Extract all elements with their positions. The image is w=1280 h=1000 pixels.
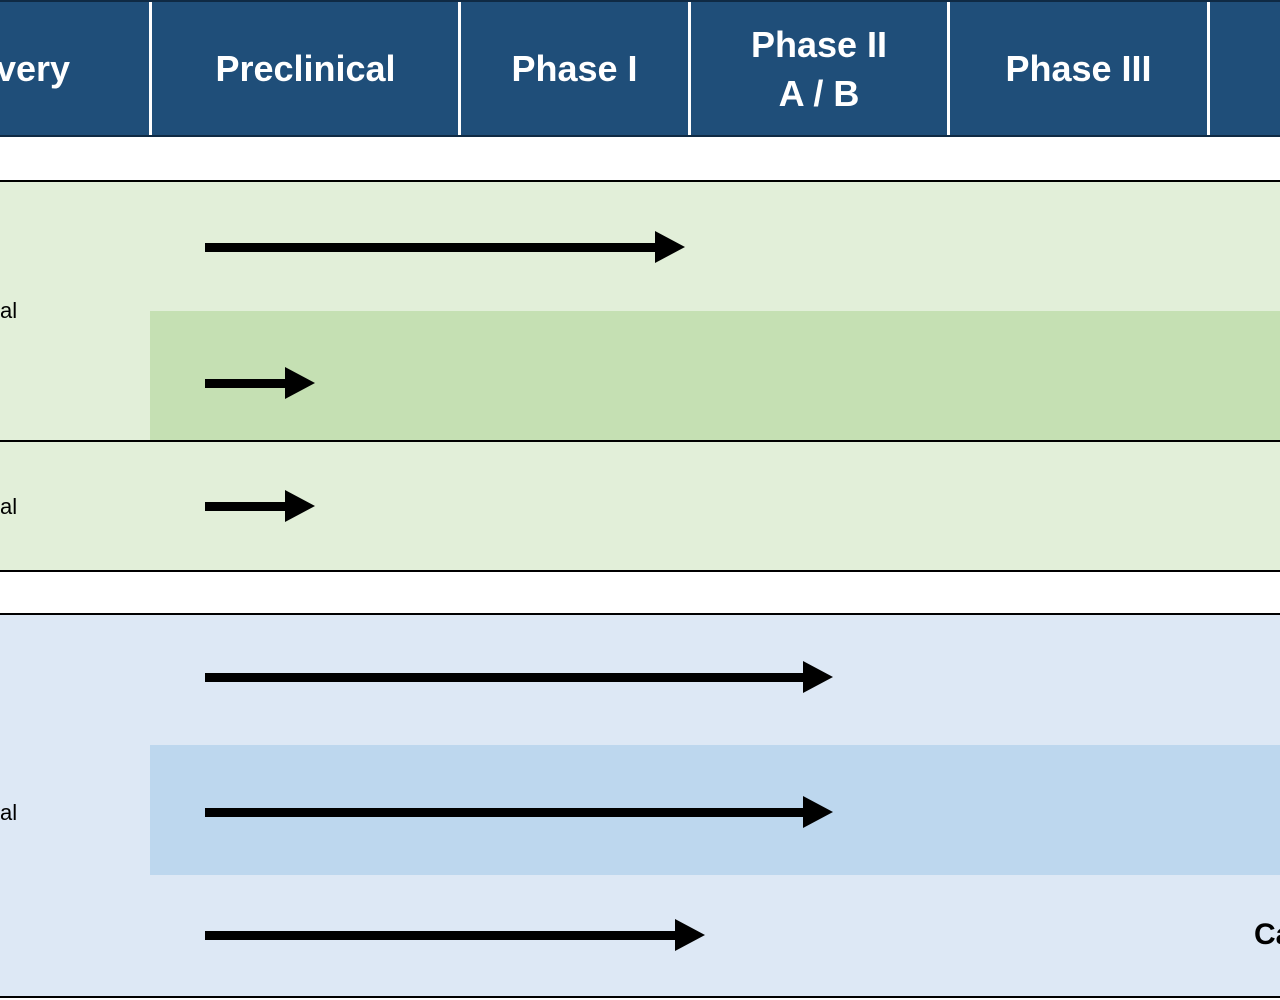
header-divider <box>688 2 691 135</box>
green-single-label: al <box>0 494 18 519</box>
header-divider <box>458 2 461 135</box>
section-border <box>0 996 1280 998</box>
header-phase-2-line2: A / B <box>778 72 860 114</box>
header-preclinical-label: Preclinical <box>215 47 396 89</box>
section-border <box>0 570 1280 572</box>
progress-arrow <box>205 365 315 401</box>
header-phase-2-line1: Phase II <box>750 23 888 65</box>
header-divider <box>149 2 152 135</box>
section-border <box>0 180 1280 182</box>
progress-arrow <box>205 917 705 953</box>
header-phase-1-label: Phase I <box>511 47 638 89</box>
header-phase-1: Phase I <box>461 2 688 135</box>
progress-arrow <box>205 488 315 524</box>
progress-arrow <box>205 794 833 830</box>
section-border <box>0 613 1280 615</box>
phase-header: very Preclinical Phase I Phase II A / B … <box>0 0 1280 137</box>
header-discovery-label: very <box>0 47 71 89</box>
progress-arrow <box>205 229 685 265</box>
section-border <box>0 440 1280 442</box>
header-phase-3: Phase III <box>950 2 1207 135</box>
header-preclinical: Preclinical <box>152 2 459 135</box>
progress-arrow <box>205 659 833 695</box>
green-single-band <box>0 442 1280 570</box>
header-divider <box>947 2 950 135</box>
blue-group-label: al <box>0 800 18 825</box>
header-discovery: very <box>0 2 150 135</box>
header-next-phase <box>1210 2 1280 135</box>
header-phase-2: Phase II A / B <box>691 2 947 135</box>
green-highlight-row <box>150 311 1280 440</box>
clipped-row-text: Ca <box>1254 918 1280 951</box>
header-divider <box>1207 2 1210 135</box>
header-phase-3-label: Phase III <box>1005 47 1152 89</box>
green-group-label: al <box>0 298 18 323</box>
